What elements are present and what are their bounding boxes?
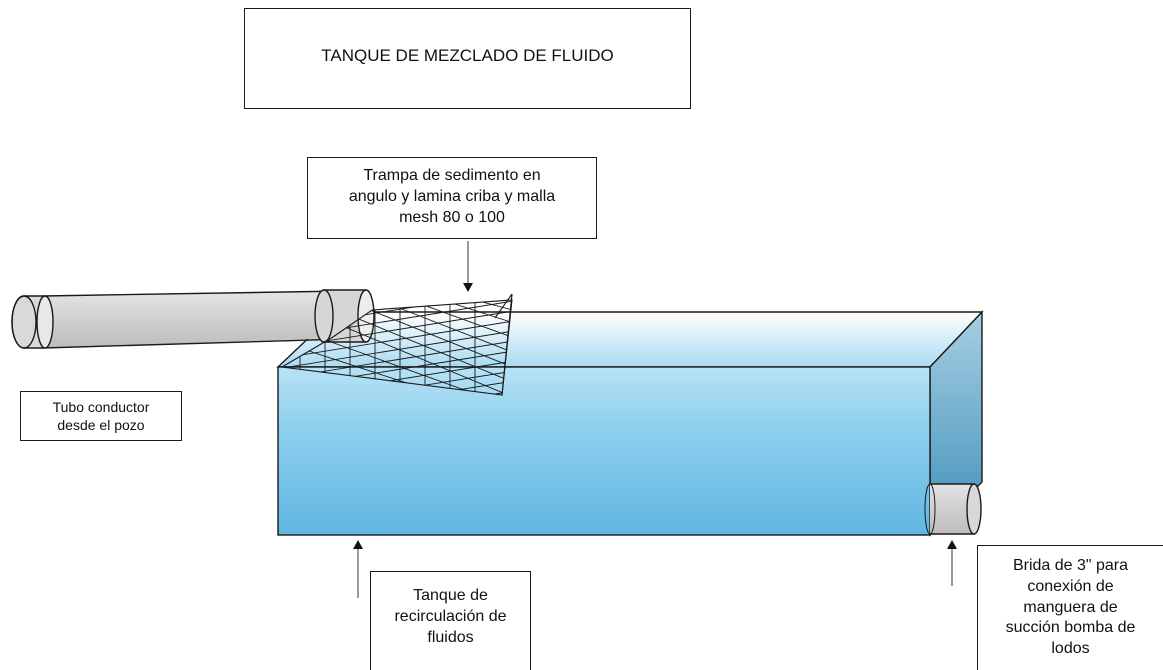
recirculation-tank [276, 310, 984, 537]
conductor-pipe-label: Tubo conductor desde el pozo [20, 391, 182, 441]
tank-top-face [276, 311, 984, 368]
recirculation-tank-label: Tanque de recirculación de fluidos [370, 571, 531, 670]
conductor-pipe [11, 289, 375, 349]
sediment-trap-label: Trampa de sedimento en angulo y lamina c… [307, 157, 597, 239]
flange-label: Brida de 3" para conexión de manguera de… [977, 545, 1163, 670]
trap-arrow [463, 241, 473, 292]
diagram-title: TANQUE DE MEZCLADO DE FLUIDO [244, 8, 691, 109]
brida-arrow [947, 540, 957, 586]
tanque-arrow [353, 540, 363, 598]
tank-front-face [277, 366, 931, 536]
flange-outlet [924, 483, 982, 535]
